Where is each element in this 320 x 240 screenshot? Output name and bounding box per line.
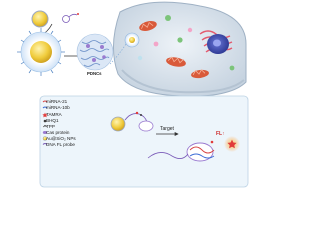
vesicle-icon [165,15,171,21]
nanoparticle-icon [42,136,48,141]
legend-tamra: TAMRA [46,111,62,117]
schematic-artwork [17,1,249,188]
blue-strand-icon [42,106,48,109]
legend-cas-protein: Cas protein [46,129,70,135]
cas-protein-icon [42,131,48,134]
legend-au-sio2-nps: Au@SiO₂ NPs [46,135,76,141]
mitochondria-icon [139,21,209,79]
dna-coated-nanoparticle-icon [17,28,65,76]
pdnc-particle-icon [76,33,114,71]
target-label: Target [160,126,174,132]
dot-icon [43,119,47,123]
fl-increase-label: FL↑ [216,131,225,137]
star-icon [42,112,48,118]
fluorescence-signal-icon [224,136,240,152]
probe-complex-icon [110,111,154,132]
triphenylphosphonium-icon [43,124,47,128]
legend-tpp: TPP [46,123,55,129]
red-strand-icon [42,100,48,103]
uptake-path [109,43,127,65]
pdnc-label: PDNCs [87,71,102,76]
legend-icons [42,100,48,145]
gold-nanoparticle-icon [31,10,49,28]
dna-probe-icon [42,143,48,145]
legend-dna-fl-probe: DNA FL probe [46,141,75,147]
figure-canvas: PDNCs miRNA-21 miRNA-10b TAMRA BHQ1 TPP … [17,1,249,188]
cell-illustration [112,1,247,97]
mechanism-panel [39,95,249,188]
probe-strand-icon [62,13,79,23]
legend-bhq1: BHQ1 [46,117,59,123]
activated-complex-icon [147,140,215,162]
legend-mirna10b: miRNA-10b [46,105,70,110]
legend-mirna21: miRNA-21 [46,99,68,104]
